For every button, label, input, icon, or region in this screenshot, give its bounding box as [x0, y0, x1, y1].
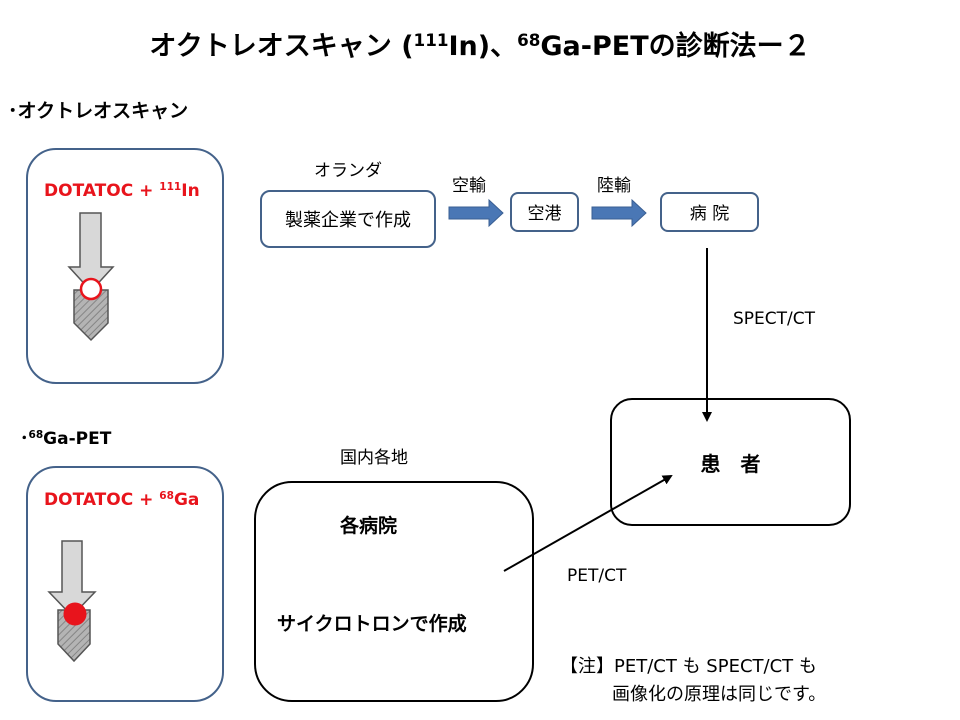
hospitals-title: 各病院 [340, 515, 398, 537]
title-sup2: 68 [517, 29, 541, 50]
airport-box: 空港 [510, 192, 579, 232]
cyclotron-to-patient-arrow [503, 475, 673, 572]
air-transport-arrow [448, 198, 504, 228]
octreoscan-syringe [67, 212, 115, 342]
title-part2: In)、 [448, 31, 518, 62]
origin-label: オランダ [314, 161, 382, 181]
ga-pet-drug-label: DOTATOC + 68Ga [44, 490, 199, 510]
note-line1: 【注】PET/CT も SPECT/CT も [560, 656, 817, 677]
ga-pet-drug-text: DOTATOC + [44, 490, 160, 510]
ga-pet-bullet: ･ [20, 429, 29, 449]
air-transport-label: 空輸 [452, 176, 486, 196]
title-part3: Ga-PETの診断法ー２ [540, 31, 811, 62]
ga-pet-section-sup: 68 [28, 429, 44, 442]
region-label: 国内各地 [340, 448, 408, 468]
cyclotron-text: サイクロトロンで作成 [277, 613, 467, 635]
slide-title: オクトレオスキャン (111In)、68Ga-PETの診断法ー２ [0, 24, 960, 63]
title-part1: オクトレオスキャン ( [149, 31, 414, 62]
octreoscan-drug-card [26, 148, 224, 384]
octreoscan-isotope-symbol: In [181, 181, 200, 201]
hospital-box: 病 院 [660, 192, 759, 232]
manufacture-box: 製薬企業で作成 [260, 190, 436, 248]
octreoscan-isotope-sup: 111 [159, 181, 182, 194]
ga-pet-section-text: Ga-PET [43, 429, 112, 449]
octreoscan-drug-text: DOTATOC + [44, 181, 160, 201]
spect-ct-label: SPECT/CT [733, 309, 816, 329]
ga-pet-isotope-symbol: Ga [173, 490, 200, 510]
note-line2: 画像化の原理は同じです。 [612, 684, 827, 705]
ga-pet-syringe [47, 540, 97, 663]
ga-pet-section-label: ･68Ga-PET [20, 424, 111, 449]
title-sup1: 111 [413, 29, 449, 50]
octreoscan-section-label: ･オクトレオスキャン [8, 100, 189, 122]
pet-ct-label: PET/CT [567, 566, 627, 586]
octreoscan-drug-label: DOTATOC + 111In [44, 181, 200, 201]
land-transport-arrow [591, 198, 647, 228]
ga-pet-drug-card [26, 466, 224, 702]
ga-pet-isotope-sup: 68 [159, 490, 174, 503]
hospitals-box [254, 481, 534, 702]
ga-pet-filled-marker [63, 602, 87, 626]
octreoscan-empty-marker [79, 277, 103, 301]
land-transport-label: 陸輸 [597, 176, 631, 196]
patient-box: 患 者 [610, 398, 851, 526]
